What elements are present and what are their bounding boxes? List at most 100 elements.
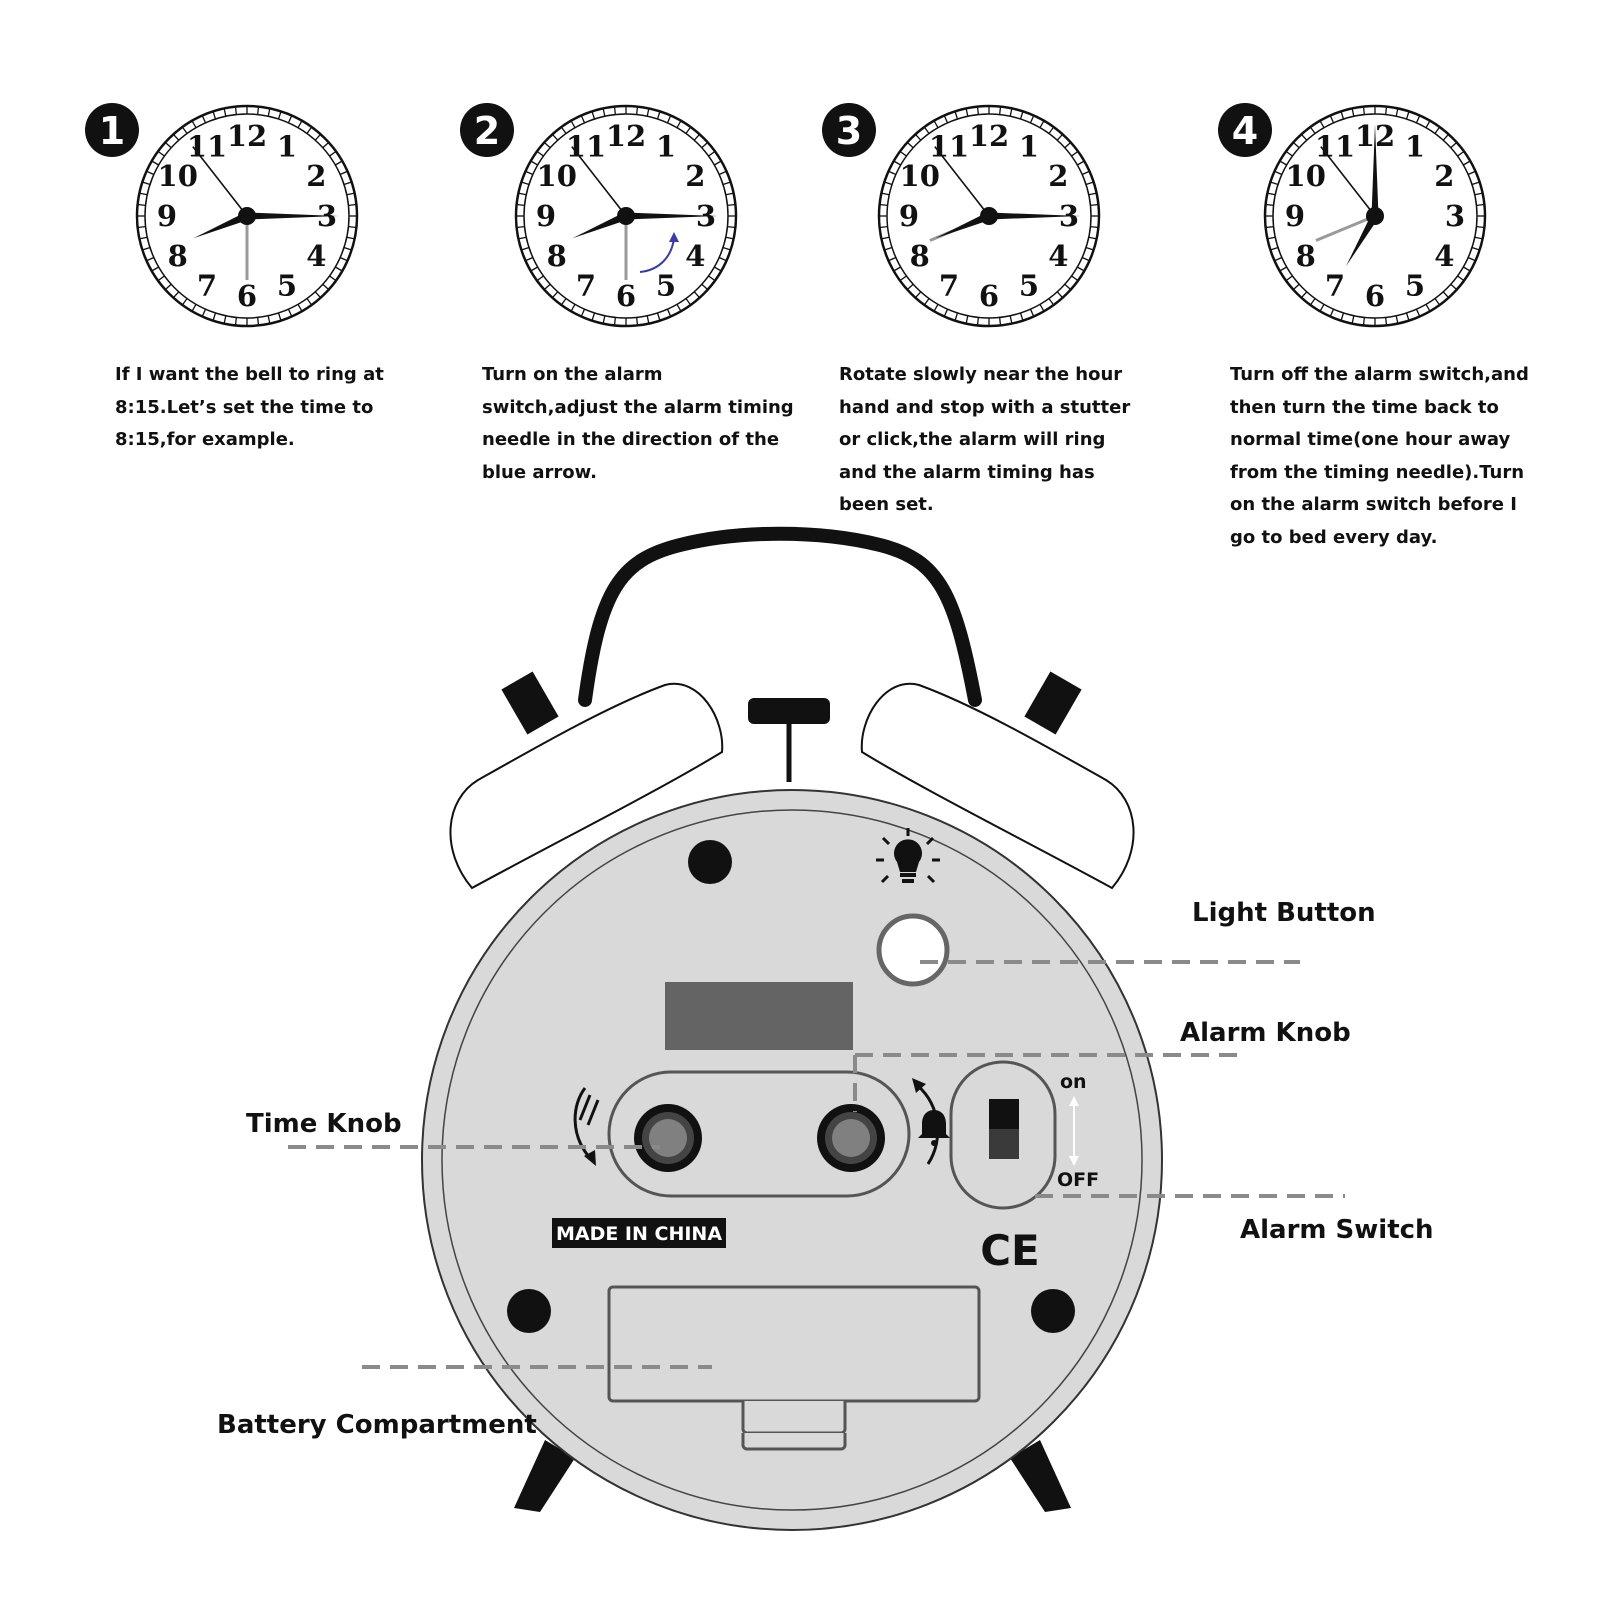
minute-tick xyxy=(329,150,337,157)
minute-tick xyxy=(1385,106,1388,115)
clock-number: 1 xyxy=(277,130,297,164)
minute-tick xyxy=(1292,283,1300,291)
minute-tick xyxy=(954,312,959,321)
minute-tick xyxy=(277,111,282,120)
callout-leaders xyxy=(288,960,1345,1369)
clock-number: 1 xyxy=(1019,130,1039,164)
made-in-label: MADE IN CHINA xyxy=(556,1223,722,1245)
minute-tick xyxy=(727,203,736,206)
clock-number: 12 xyxy=(227,119,267,153)
time-rotate-icon xyxy=(573,1087,600,1166)
clock-center-pin xyxy=(980,207,998,225)
clock-number: 7 xyxy=(1325,268,1345,302)
minute-tick xyxy=(722,246,731,251)
minute-tick xyxy=(676,304,682,312)
minute-tick xyxy=(1265,203,1274,206)
minute-tick xyxy=(172,291,180,299)
minute-hand xyxy=(626,212,718,220)
callout-alarm-switch: Alarm Switch xyxy=(1240,1215,1434,1245)
minute-tick xyxy=(348,226,357,229)
minute-tick xyxy=(1395,315,1399,324)
minute-hand xyxy=(1371,124,1379,216)
minute-tick xyxy=(287,308,293,317)
minute-tick xyxy=(906,283,914,291)
second-hand xyxy=(1320,146,1376,217)
battery-compartment[interactable] xyxy=(607,1285,981,1403)
time-knob[interactable] xyxy=(634,1104,702,1172)
minute-tick xyxy=(181,126,188,134)
hour-hand xyxy=(935,212,991,239)
clock-number: 4 xyxy=(685,239,705,273)
minute-tick xyxy=(1088,236,1097,240)
clock-number: 8 xyxy=(168,239,188,273)
clock-number: 6 xyxy=(237,279,257,313)
minute-tick xyxy=(1457,275,1465,282)
minute-tick xyxy=(191,304,197,312)
minute-tick xyxy=(137,226,146,229)
minute-tick xyxy=(1039,304,1045,312)
clock-steps: 1121234567891011212123456789101131212345… xyxy=(85,103,1487,328)
hammer-head xyxy=(748,698,830,724)
clock-number: 5 xyxy=(1019,268,1039,302)
minute-tick xyxy=(1474,236,1483,240)
minute-tick xyxy=(223,108,227,117)
minute-tick xyxy=(521,246,530,251)
alarm-switch[interactable] xyxy=(989,1099,1019,1159)
clock-center-pin xyxy=(1366,207,1384,225)
minute-tick xyxy=(1319,304,1325,312)
minute-tick xyxy=(201,308,207,317)
minute-tick xyxy=(613,317,616,326)
minute-tick xyxy=(888,170,897,176)
minute-tick xyxy=(570,120,576,128)
minute-tick xyxy=(142,181,151,186)
minute-tick xyxy=(965,108,969,117)
alarm-knob[interactable] xyxy=(817,1104,885,1172)
step-1-text: If I want the bell to ring at 8:15.Let’s… xyxy=(115,364,384,450)
minute-tick xyxy=(1309,298,1316,306)
minute-tick xyxy=(1071,150,1079,157)
alarm-timing-needle xyxy=(1315,214,1376,242)
minute-tick xyxy=(157,150,165,157)
left-bell-post xyxy=(501,671,559,735)
minute-tick xyxy=(591,111,596,120)
minute-tick xyxy=(343,181,352,186)
minute-tick xyxy=(656,111,661,120)
clock-number: 9 xyxy=(899,199,919,233)
clock-number: 8 xyxy=(547,239,567,273)
clock-number: 7 xyxy=(939,268,959,302)
clock-body-inner-ring xyxy=(441,809,1143,1511)
step-badge-number: 2 xyxy=(474,109,500,153)
minute-tick xyxy=(314,133,322,141)
clock-step-3: 3121234567891011 xyxy=(822,103,1101,328)
step-badge-number: 1 xyxy=(99,109,125,153)
battery-latch xyxy=(741,1401,847,1435)
second-hand xyxy=(934,146,990,217)
display-window xyxy=(665,982,853,1050)
clock-number: 12 xyxy=(969,119,1009,153)
minute-tick xyxy=(146,170,155,176)
minute-tick xyxy=(999,317,1002,326)
minute-tick xyxy=(1029,115,1035,124)
clock-number: 4 xyxy=(1434,239,1454,273)
minute-tick xyxy=(602,315,606,324)
minute-tick xyxy=(725,192,734,196)
step-badge-1 xyxy=(85,103,139,157)
minute-tick xyxy=(335,266,343,272)
minute-tick xyxy=(1425,304,1431,312)
clock-number: 2 xyxy=(1048,159,1068,193)
minute-tick xyxy=(329,275,337,282)
minute-tick xyxy=(1274,256,1283,262)
minute-tick xyxy=(1077,160,1085,166)
light-button[interactable] xyxy=(876,913,950,987)
hour-hand xyxy=(193,212,249,239)
minute-tick xyxy=(1405,312,1410,321)
clock-center-pin xyxy=(617,207,635,225)
minute-tick xyxy=(1270,181,1279,186)
minute-tick xyxy=(1385,317,1388,326)
callout-battery-compartment: Battery Compartment xyxy=(217,1410,537,1440)
callout-alarm-knob: Alarm Knob xyxy=(1180,1018,1351,1048)
minute-tick xyxy=(893,160,901,166)
clock-number: 9 xyxy=(157,199,177,233)
minute-tick xyxy=(1009,108,1013,117)
minute-tick xyxy=(1270,246,1279,251)
